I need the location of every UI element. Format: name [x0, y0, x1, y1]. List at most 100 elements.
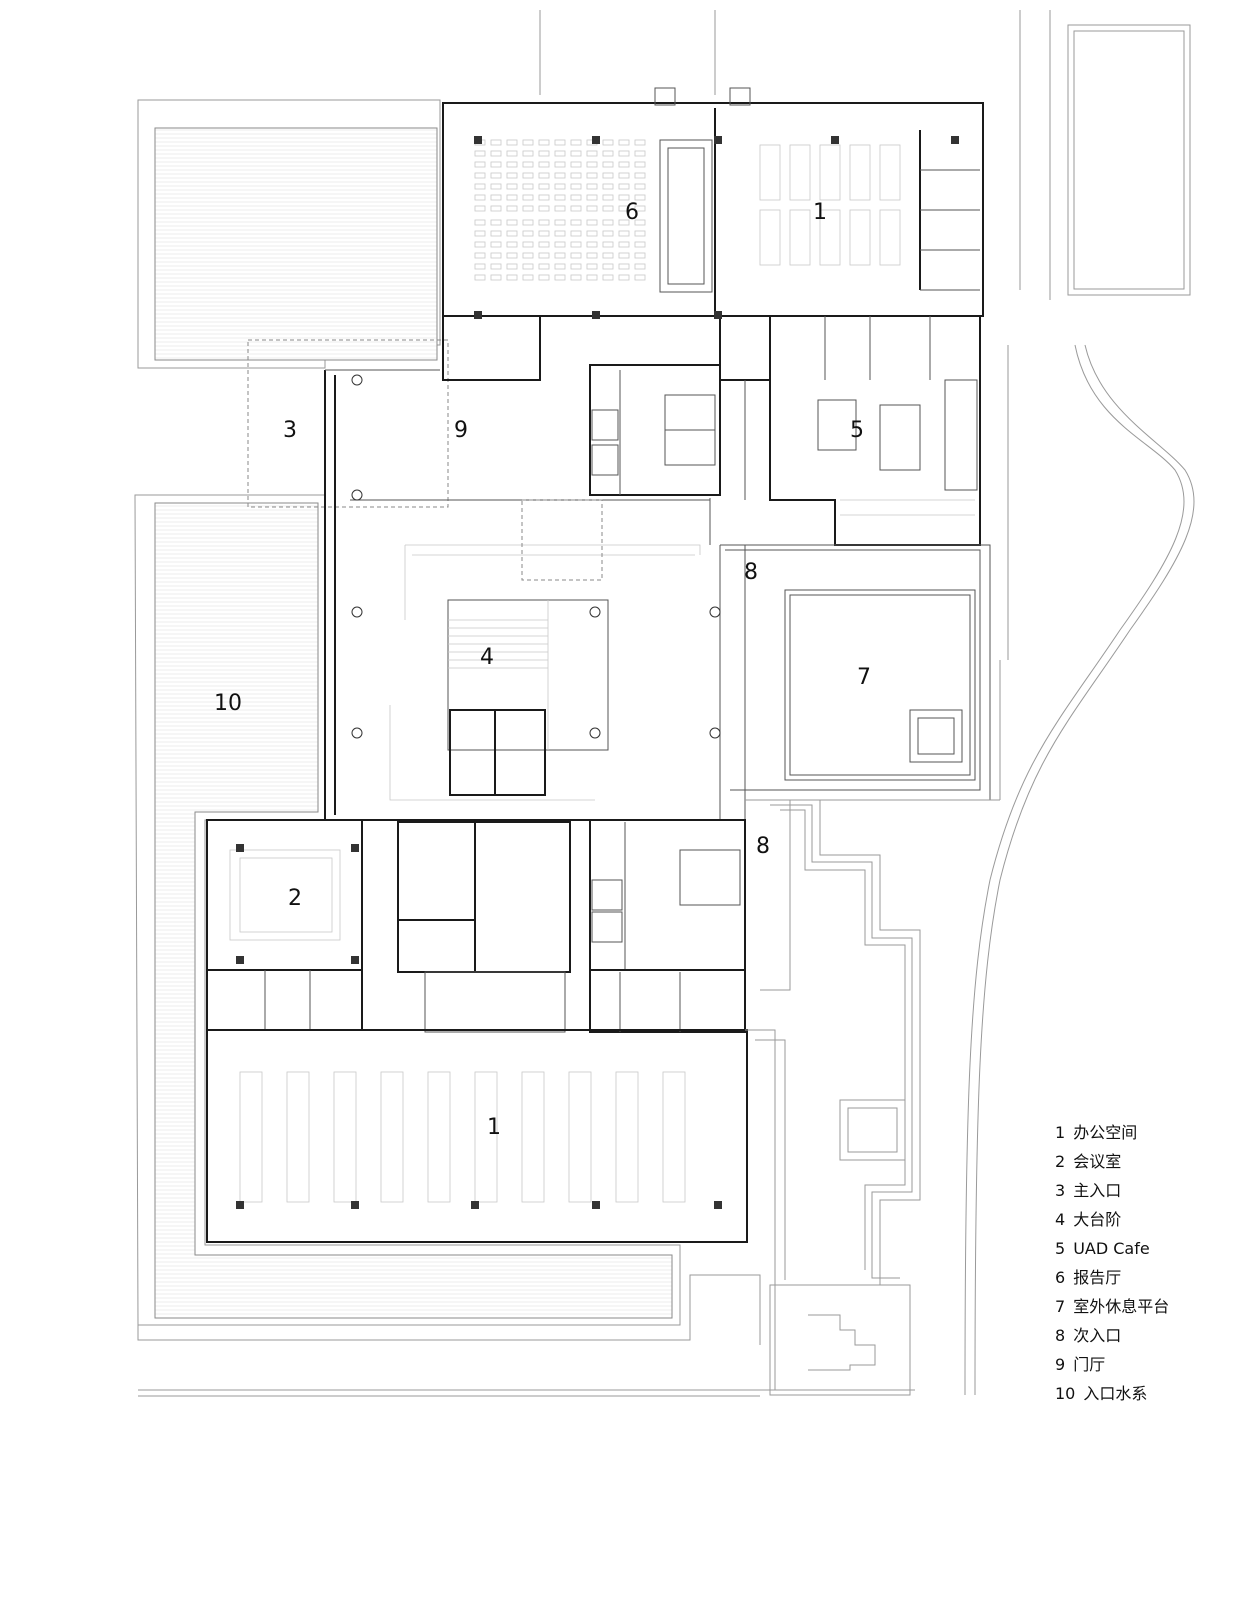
north-block: [442, 87, 984, 317]
seat: [474, 252, 486, 259]
desk: [333, 1071, 357, 1203]
seat: [634, 183, 646, 190]
seat: [522, 274, 534, 281]
column: [474, 311, 482, 319]
seat: [522, 183, 534, 190]
seat: [570, 139, 582, 146]
seat: [602, 150, 614, 157]
seat: [618, 263, 630, 270]
seat: [602, 241, 614, 248]
seat: [570, 194, 582, 201]
seat: [570, 161, 582, 168]
seat: [570, 230, 582, 237]
seat: [554, 219, 566, 226]
label-lobby: 9: [454, 418, 468, 443]
seat: [602, 252, 614, 259]
column: [471, 1201, 479, 1209]
seat: [490, 241, 502, 248]
auditorium-seating: [474, 139, 646, 281]
seat: [554, 274, 566, 281]
seat: [586, 241, 598, 248]
column: [351, 727, 363, 739]
landscape-path: [745, 799, 921, 1396]
seat: [602, 194, 614, 201]
seat: [586, 252, 598, 259]
seat: [490, 183, 502, 190]
desk: [662, 1071, 686, 1203]
seat: [506, 230, 518, 237]
seat: [570, 172, 582, 179]
seat: [602, 263, 614, 270]
seat: [538, 205, 550, 212]
seat: [586, 263, 598, 270]
column: [236, 1201, 244, 1209]
seat: [538, 241, 550, 248]
seat: [634, 263, 646, 270]
seat: [602, 183, 614, 190]
seat: [602, 274, 614, 281]
desk: [286, 1071, 310, 1203]
seat: [602, 230, 614, 237]
central-block: [324, 316, 746, 821]
seat: [554, 183, 566, 190]
desk: [759, 144, 781, 201]
seat: [570, 252, 582, 259]
seat: [570, 263, 582, 270]
seat: [522, 194, 534, 201]
column: [589, 727, 601, 739]
entrance-canopy: [247, 339, 449, 508]
seat: [474, 161, 486, 168]
seat: [554, 150, 566, 157]
seat: [602, 161, 614, 168]
seat: [490, 172, 502, 179]
label-meeting: 2: [288, 886, 302, 911]
seat: [506, 274, 518, 281]
label-auditorium: 6: [625, 200, 639, 225]
seat: [586, 183, 598, 190]
seat: [506, 161, 518, 168]
seat: [554, 205, 566, 212]
seat: [474, 230, 486, 237]
seat: [538, 172, 550, 179]
seat: [506, 172, 518, 179]
seat: [490, 230, 502, 237]
seat: [522, 263, 534, 270]
seat: [618, 274, 630, 281]
seat: [618, 139, 630, 146]
seat: [602, 219, 614, 226]
seat: [490, 263, 502, 270]
seat: [522, 219, 534, 226]
column: [592, 136, 600, 144]
seat: [522, 161, 534, 168]
seat: [506, 194, 518, 201]
seat: [490, 194, 502, 201]
seat: [618, 150, 630, 157]
seat: [538, 139, 550, 146]
desk: [474, 1071, 498, 1203]
seat: [570, 183, 582, 190]
seat: [538, 219, 550, 226]
seat: [634, 241, 646, 248]
seat: [634, 205, 646, 212]
seat: [618, 161, 630, 168]
seat: [586, 205, 598, 212]
label-office-north: 1: [813, 200, 827, 225]
seat: [618, 219, 630, 226]
seat: [522, 172, 534, 179]
column: [589, 606, 601, 618]
seat: [474, 274, 486, 281]
columns: [236, 136, 959, 1209]
column: [709, 606, 721, 618]
seat: [474, 194, 486, 201]
seat: [474, 183, 486, 190]
seat: [522, 241, 534, 248]
seat: [634, 219, 646, 226]
column: [351, 844, 359, 852]
column: [714, 311, 722, 319]
